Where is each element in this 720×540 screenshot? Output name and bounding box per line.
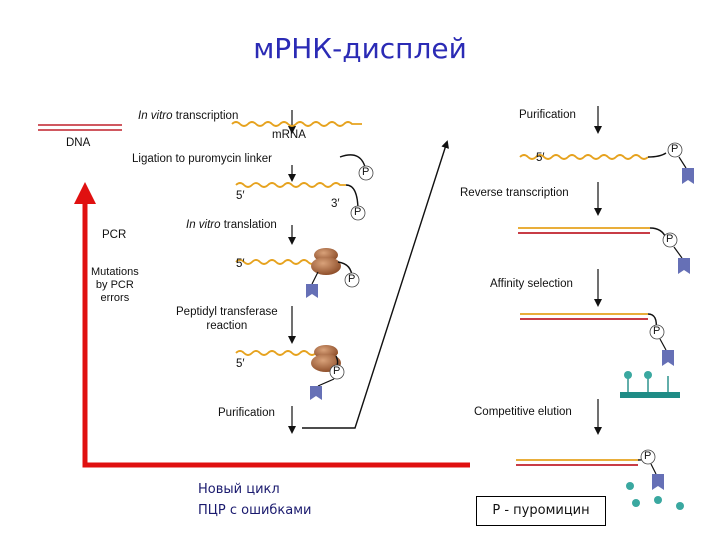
three-prime-label: 3′ (331, 198, 340, 210)
puromycin-p: P (348, 273, 356, 285)
puromycin-p: P (653, 325, 661, 337)
step-peptidyl-transferase: Peptidyl transferase reaction (176, 305, 278, 333)
puromycin-p: P (354, 206, 362, 218)
puromycin-p: P (644, 450, 652, 462)
five-prime-label: 5′ (236, 190, 245, 202)
mutations-label: Mutations by PCR errors (91, 266, 139, 305)
translation-complex (235, 248, 360, 298)
step-purification-right: Purification (519, 109, 576, 121)
mutations-line-1: Mutations (91, 266, 139, 278)
five-prime-label: 5′ (236, 358, 245, 370)
peptidyl-line-2: reaction (206, 320, 248, 332)
peptidyl-complex (235, 345, 345, 400)
legend-box: P - пуромицин (476, 496, 606, 526)
puromycin-p: P (333, 365, 341, 377)
mutations-line-3: errors (100, 292, 130, 304)
translation-text: translation (220, 219, 277, 231)
step-in-vitro-translation: In vitro translation (186, 219, 277, 231)
mutations-line-2: by PCR (95, 279, 134, 291)
dna-strands (38, 124, 122, 131)
in-vitro-italic: In vitro (138, 110, 173, 122)
fusion-eluted (516, 449, 684, 510)
step-reverse-transcription: Reverse transcription (460, 187, 569, 199)
mrna-label: mRNA (272, 129, 306, 141)
transfer-arrow (302, 140, 449, 429)
fusion-purified (519, 142, 694, 184)
step-purification-left: Purification (218, 407, 275, 419)
step-competitive-elution: Competitive elution (474, 406, 572, 418)
peptidyl-line-1: Peptidyl transferase (176, 306, 278, 318)
fusion-rt (518, 227, 690, 274)
caption-line-1: Новый цикл (198, 482, 280, 497)
puromycin-p: P (666, 233, 674, 245)
dna-label: DNA (66, 137, 91, 149)
mrna-strand (231, 121, 362, 127)
mrna-linker-construct (235, 182, 366, 221)
in-vitro-italic: In vitro (186, 219, 221, 231)
step-ligation: Ligation to puromycin linker (132, 153, 272, 165)
fusion-affinity (520, 313, 680, 398)
pcr-label: PCR (102, 229, 127, 241)
caption-line-2: ПЦР с ошибками (198, 503, 312, 518)
puromycin-p: P (362, 166, 370, 178)
transcription-text: transcription (172, 110, 239, 122)
step-in-vitro-transcription: In vitro transcription (138, 110, 238, 122)
new-cycle-caption: Новый цикл ПЦР с ошибками (198, 479, 312, 521)
page-title: мРНК-дисплей (253, 32, 467, 65)
new-cycle-arrow (74, 182, 470, 468)
five-prime-label: 5′ (236, 258, 245, 270)
puromycin-p: P (671, 143, 679, 155)
step-affinity-selection: Affinity selection (490, 278, 573, 290)
puromycin-linker (339, 154, 374, 181)
five-prime-label: 5′ (536, 152, 545, 164)
